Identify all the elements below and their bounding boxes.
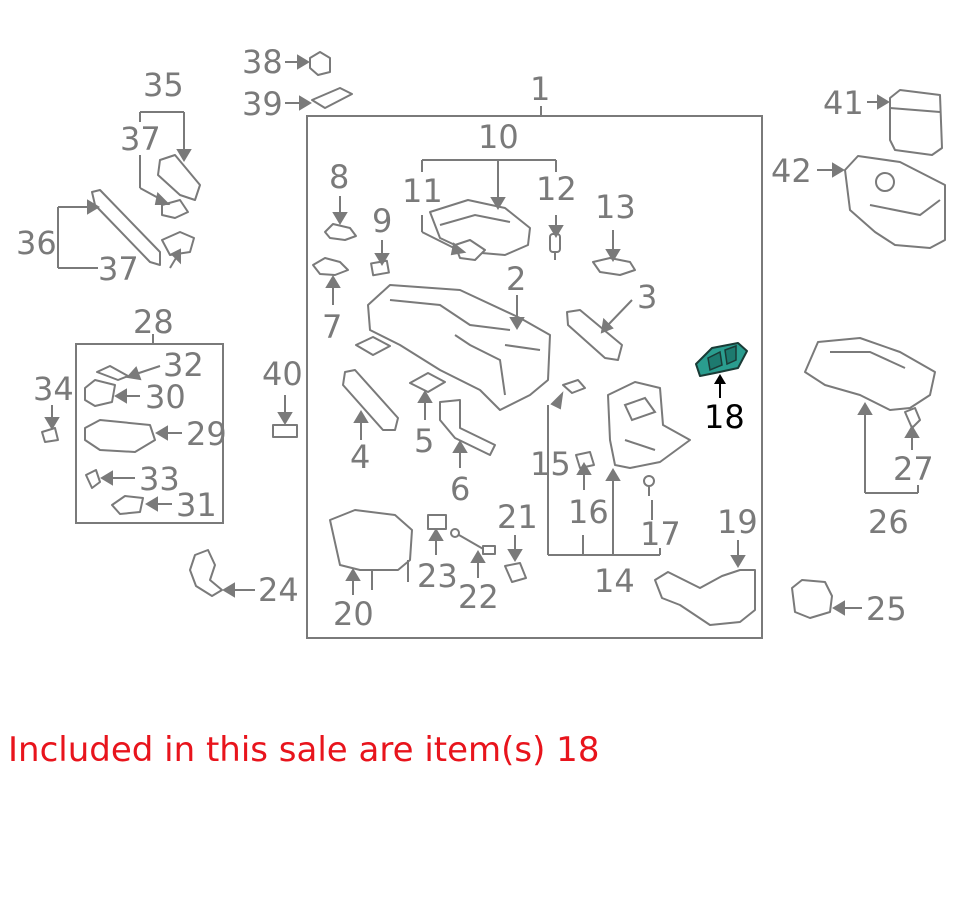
label-33: 33 [139, 460, 180, 498]
panel-part-4 [342, 369, 399, 431]
label-9: 9 [372, 202, 392, 240]
label-19: 19 [717, 503, 758, 541]
part-40 [272, 424, 298, 438]
clip-part-27 [904, 407, 921, 429]
label-37-upper: 37 [120, 120, 161, 158]
label-30: 30 [145, 378, 186, 416]
label-36: 36 [16, 224, 57, 262]
label-21: 21 [497, 498, 538, 536]
hinge-part-11 [454, 239, 486, 261]
label-20: 20 [333, 595, 374, 633]
cupholder-part-42 [844, 155, 946, 249]
label-32: 32 [163, 346, 204, 384]
clip-part-37-lower [161, 231, 195, 256]
group-box-28 [75, 343, 224, 524]
label-6: 6 [450, 470, 470, 508]
label-28: 28 [133, 303, 174, 341]
highlighted-vent-part-18[interactable] [695, 342, 748, 377]
bracket-part-20 [329, 509, 413, 590]
label-27: 27 [893, 450, 934, 488]
label-42: 42 [771, 152, 812, 190]
main-assembly-frame [306, 115, 763, 639]
label-15: 15 [530, 445, 571, 483]
clip-part-7 [312, 257, 349, 276]
shift-panel-part-14 [607, 381, 691, 469]
label-1: 1 [530, 70, 550, 108]
clip-part-13 [592, 257, 636, 276]
label-8: 8 [329, 158, 349, 196]
pad-part-39 [311, 87, 353, 109]
label-2: 2 [506, 260, 526, 298]
console-end-part-26 [804, 337, 936, 411]
label-10: 10 [478, 118, 519, 156]
box-part-41 [889, 89, 943, 156]
bracket-part-24 [189, 549, 223, 597]
clip-part-38 [309, 51, 331, 76]
screw-part-12 [549, 233, 561, 260]
parts-diagram: 1 2 3 4 5 6 7 8 9 10 11 12 13 14 15 16 1… [16, 43, 946, 639]
label-39: 39 [242, 85, 283, 123]
label-41: 41 [823, 84, 864, 122]
trim-part-35 [157, 154, 201, 201]
label-24: 24 [258, 571, 299, 609]
pad-part-9 [370, 259, 390, 277]
label-26: 26 [868, 503, 909, 541]
part-32 [96, 365, 129, 381]
part-16 [575, 451, 595, 469]
part-33 [85, 469, 101, 489]
label-22: 22 [458, 578, 499, 616]
console-lid-part-10 [429, 199, 531, 256]
clip-part-21 [504, 562, 527, 583]
label-31: 31 [176, 486, 217, 524]
label-38: 38 [242, 43, 283, 81]
label-4: 4 [350, 438, 370, 476]
label-3: 3 [637, 278, 657, 316]
panel-part-3 [566, 309, 623, 361]
part-31 [111, 495, 144, 515]
label-40: 40 [262, 355, 303, 393]
label-29: 29 [186, 415, 227, 453]
console-body-part-2 [367, 284, 551, 411]
label-7: 7 [322, 308, 342, 346]
label-11: 11 [402, 172, 443, 210]
bracket-part-8 [324, 223, 357, 241]
screw-part-17 [643, 475, 655, 496]
strip-part-6 [439, 399, 496, 456]
label-34: 34 [33, 370, 74, 408]
label-18: 18 [704, 398, 745, 436]
bracket-part-25 [791, 579, 833, 619]
wire-part-22 [450, 528, 496, 555]
label-14: 14 [594, 562, 635, 600]
tray-part-29 [84, 419, 156, 453]
label-12: 12 [536, 170, 577, 208]
sale-items-caption: Included in this sale are item(s) 18 [8, 730, 600, 770]
pad-part-23 [427, 514, 447, 530]
label-16: 16 [568, 493, 609, 531]
label-5: 5 [414, 422, 434, 460]
part-number-labels: 1 2 3 4 5 6 7 8 9 10 11 12 13 14 15 16 1… [16, 43, 934, 633]
label-35: 35 [143, 66, 184, 104]
label-17: 17 [640, 515, 681, 553]
part-30 [84, 379, 116, 407]
pad-part-5 [409, 372, 446, 393]
label-37-lower: 37 [98, 250, 139, 288]
duct-part-19 [654, 569, 756, 626]
label-13: 13 [595, 188, 636, 226]
leader-lines [44, 54, 920, 616]
label-23: 23 [417, 557, 458, 595]
part-34 [41, 427, 59, 443]
clip-part-15 [562, 379, 586, 394]
label-25: 25 [866, 590, 907, 628]
